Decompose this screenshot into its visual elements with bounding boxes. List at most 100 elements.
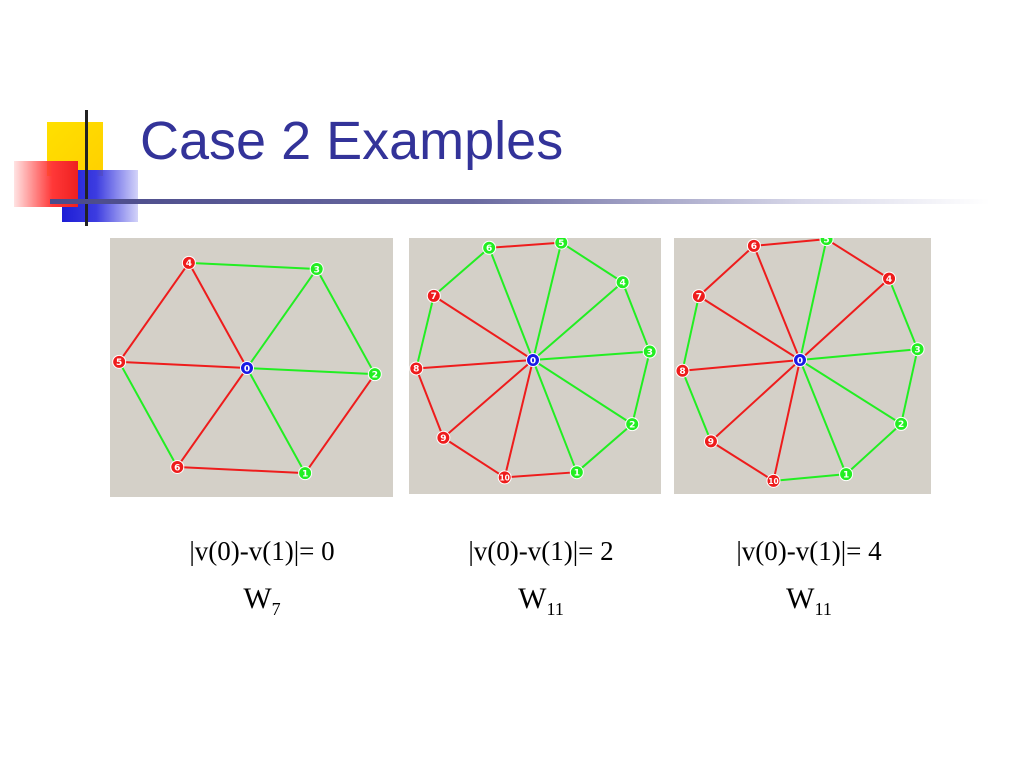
spoke-edge bbox=[188, 262, 248, 369]
vertex-node bbox=[819, 238, 834, 247]
distance-formula: |v(0)-v(1)|= 0 bbox=[189, 536, 335, 566]
vertex-node bbox=[240, 361, 254, 375]
vertex-node bbox=[569, 465, 584, 480]
rim-edge bbox=[415, 295, 435, 369]
spoke-edge bbox=[433, 295, 534, 361]
vertex-label: 0 bbox=[530, 356, 536, 366]
spoke-edge bbox=[532, 350, 650, 361]
rim-edge bbox=[698, 245, 755, 297]
graph-name: W11 bbox=[679, 581, 939, 619]
rim-edge bbox=[773, 473, 847, 482]
rim-edge bbox=[415, 368, 445, 439]
distance-formula: |v(0)-v(1)|= 2 bbox=[468, 536, 614, 566]
rim-edge bbox=[433, 247, 490, 297]
spoke-edge bbox=[682, 359, 801, 372]
rim-edge bbox=[188, 261, 317, 271]
vertex-node bbox=[615, 275, 630, 290]
vertex-node bbox=[436, 430, 451, 445]
spoke-edge bbox=[799, 359, 902, 425]
rim-edge bbox=[826, 238, 890, 280]
distance-formula: |v(0)-v(1)|= 4 bbox=[736, 536, 882, 566]
vertex-label: 6 bbox=[751, 242, 757, 252]
spoke-edge bbox=[246, 268, 318, 369]
logo-vertical-line bbox=[85, 110, 88, 226]
vertex-node bbox=[298, 466, 313, 481]
spoke-edge bbox=[176, 367, 248, 468]
rim-edge bbox=[315, 268, 376, 375]
spoke-edge bbox=[503, 359, 534, 478]
vertex-node bbox=[793, 353, 807, 367]
vertex-label: 5 bbox=[558, 239, 564, 249]
vertex-label: 4 bbox=[619, 279, 625, 289]
vertex-label: 10 bbox=[768, 477, 778, 486]
rim-edge bbox=[489, 241, 562, 249]
rim-edge bbox=[504, 471, 577, 479]
spoke-edge bbox=[246, 367, 306, 474]
rim-edge bbox=[304, 373, 376, 474]
vertex-label: 8 bbox=[679, 367, 685, 377]
spoke-edge bbox=[119, 360, 248, 369]
spoke-edge bbox=[532, 242, 563, 361]
vertex-label: 5 bbox=[823, 238, 829, 245]
vertex-label: 4 bbox=[886, 275, 892, 285]
vertex-label: 7 bbox=[696, 292, 702, 302]
vertex-label: 1 bbox=[843, 470, 849, 480]
title-underline bbox=[50, 199, 990, 204]
vertex-label: 2 bbox=[372, 370, 378, 380]
vertex-label: 5 bbox=[116, 358, 122, 368]
vertex-node bbox=[691, 289, 706, 304]
vertex-label: 8 bbox=[413, 365, 419, 375]
vertex-node bbox=[426, 288, 441, 303]
vertex-label: 3 bbox=[314, 265, 320, 275]
rim-edge bbox=[560, 241, 624, 284]
spoke-edge bbox=[799, 277, 890, 361]
graph-letter: W bbox=[518, 582, 547, 615]
graph-name: W7 bbox=[132, 581, 392, 618]
vertex-label: 1 bbox=[302, 469, 308, 479]
vertex-label: 2 bbox=[629, 420, 635, 430]
graph-letter: W bbox=[243, 582, 272, 615]
vertex-node bbox=[309, 262, 324, 277]
graph-subscript: 11 bbox=[814, 599, 832, 619]
rim-edge bbox=[576, 423, 633, 473]
spoke-edge bbox=[532, 359, 578, 473]
vertex-label: 2 bbox=[898, 420, 904, 430]
vertex-node bbox=[482, 240, 497, 255]
vertex-node bbox=[170, 459, 185, 474]
caption-3: |v(0)-v(1)|= 4 W11 bbox=[679, 535, 939, 619]
rim-edge bbox=[845, 423, 902, 475]
vertex-node bbox=[181, 255, 196, 270]
rim-edge bbox=[442, 436, 506, 479]
spoke-edge bbox=[246, 367, 375, 376]
rim-edge bbox=[710, 440, 774, 482]
vertex-node bbox=[409, 361, 424, 376]
spoke-edge bbox=[710, 359, 801, 443]
vertex-label: 10 bbox=[499, 474, 509, 483]
vertex-label: 1 bbox=[574, 468, 580, 478]
rim-edge bbox=[177, 465, 306, 475]
vertex-label: 6 bbox=[174, 463, 180, 473]
vertex-node bbox=[882, 271, 897, 286]
vertex-node bbox=[526, 353, 540, 367]
spoke-edge bbox=[416, 359, 534, 370]
vertex-label: 7 bbox=[431, 292, 437, 302]
spoke-edge bbox=[799, 348, 918, 361]
spoke-edge bbox=[442, 359, 534, 439]
vertex-node bbox=[642, 344, 657, 359]
spoke-edge bbox=[772, 359, 801, 482]
rim-edge bbox=[681, 370, 712, 442]
vertex-label: 9 bbox=[708, 438, 714, 448]
vertex-label: 9 bbox=[440, 434, 446, 444]
graph-subscript: 11 bbox=[546, 599, 564, 619]
page-title: Case 2 Examples bbox=[140, 111, 564, 171]
caption-2: |v(0)-v(1)|= 2 W11 bbox=[411, 535, 671, 619]
graph-letter: W bbox=[786, 582, 815, 615]
vertex-node bbox=[766, 473, 781, 488]
spoke-edge bbox=[532, 359, 633, 425]
